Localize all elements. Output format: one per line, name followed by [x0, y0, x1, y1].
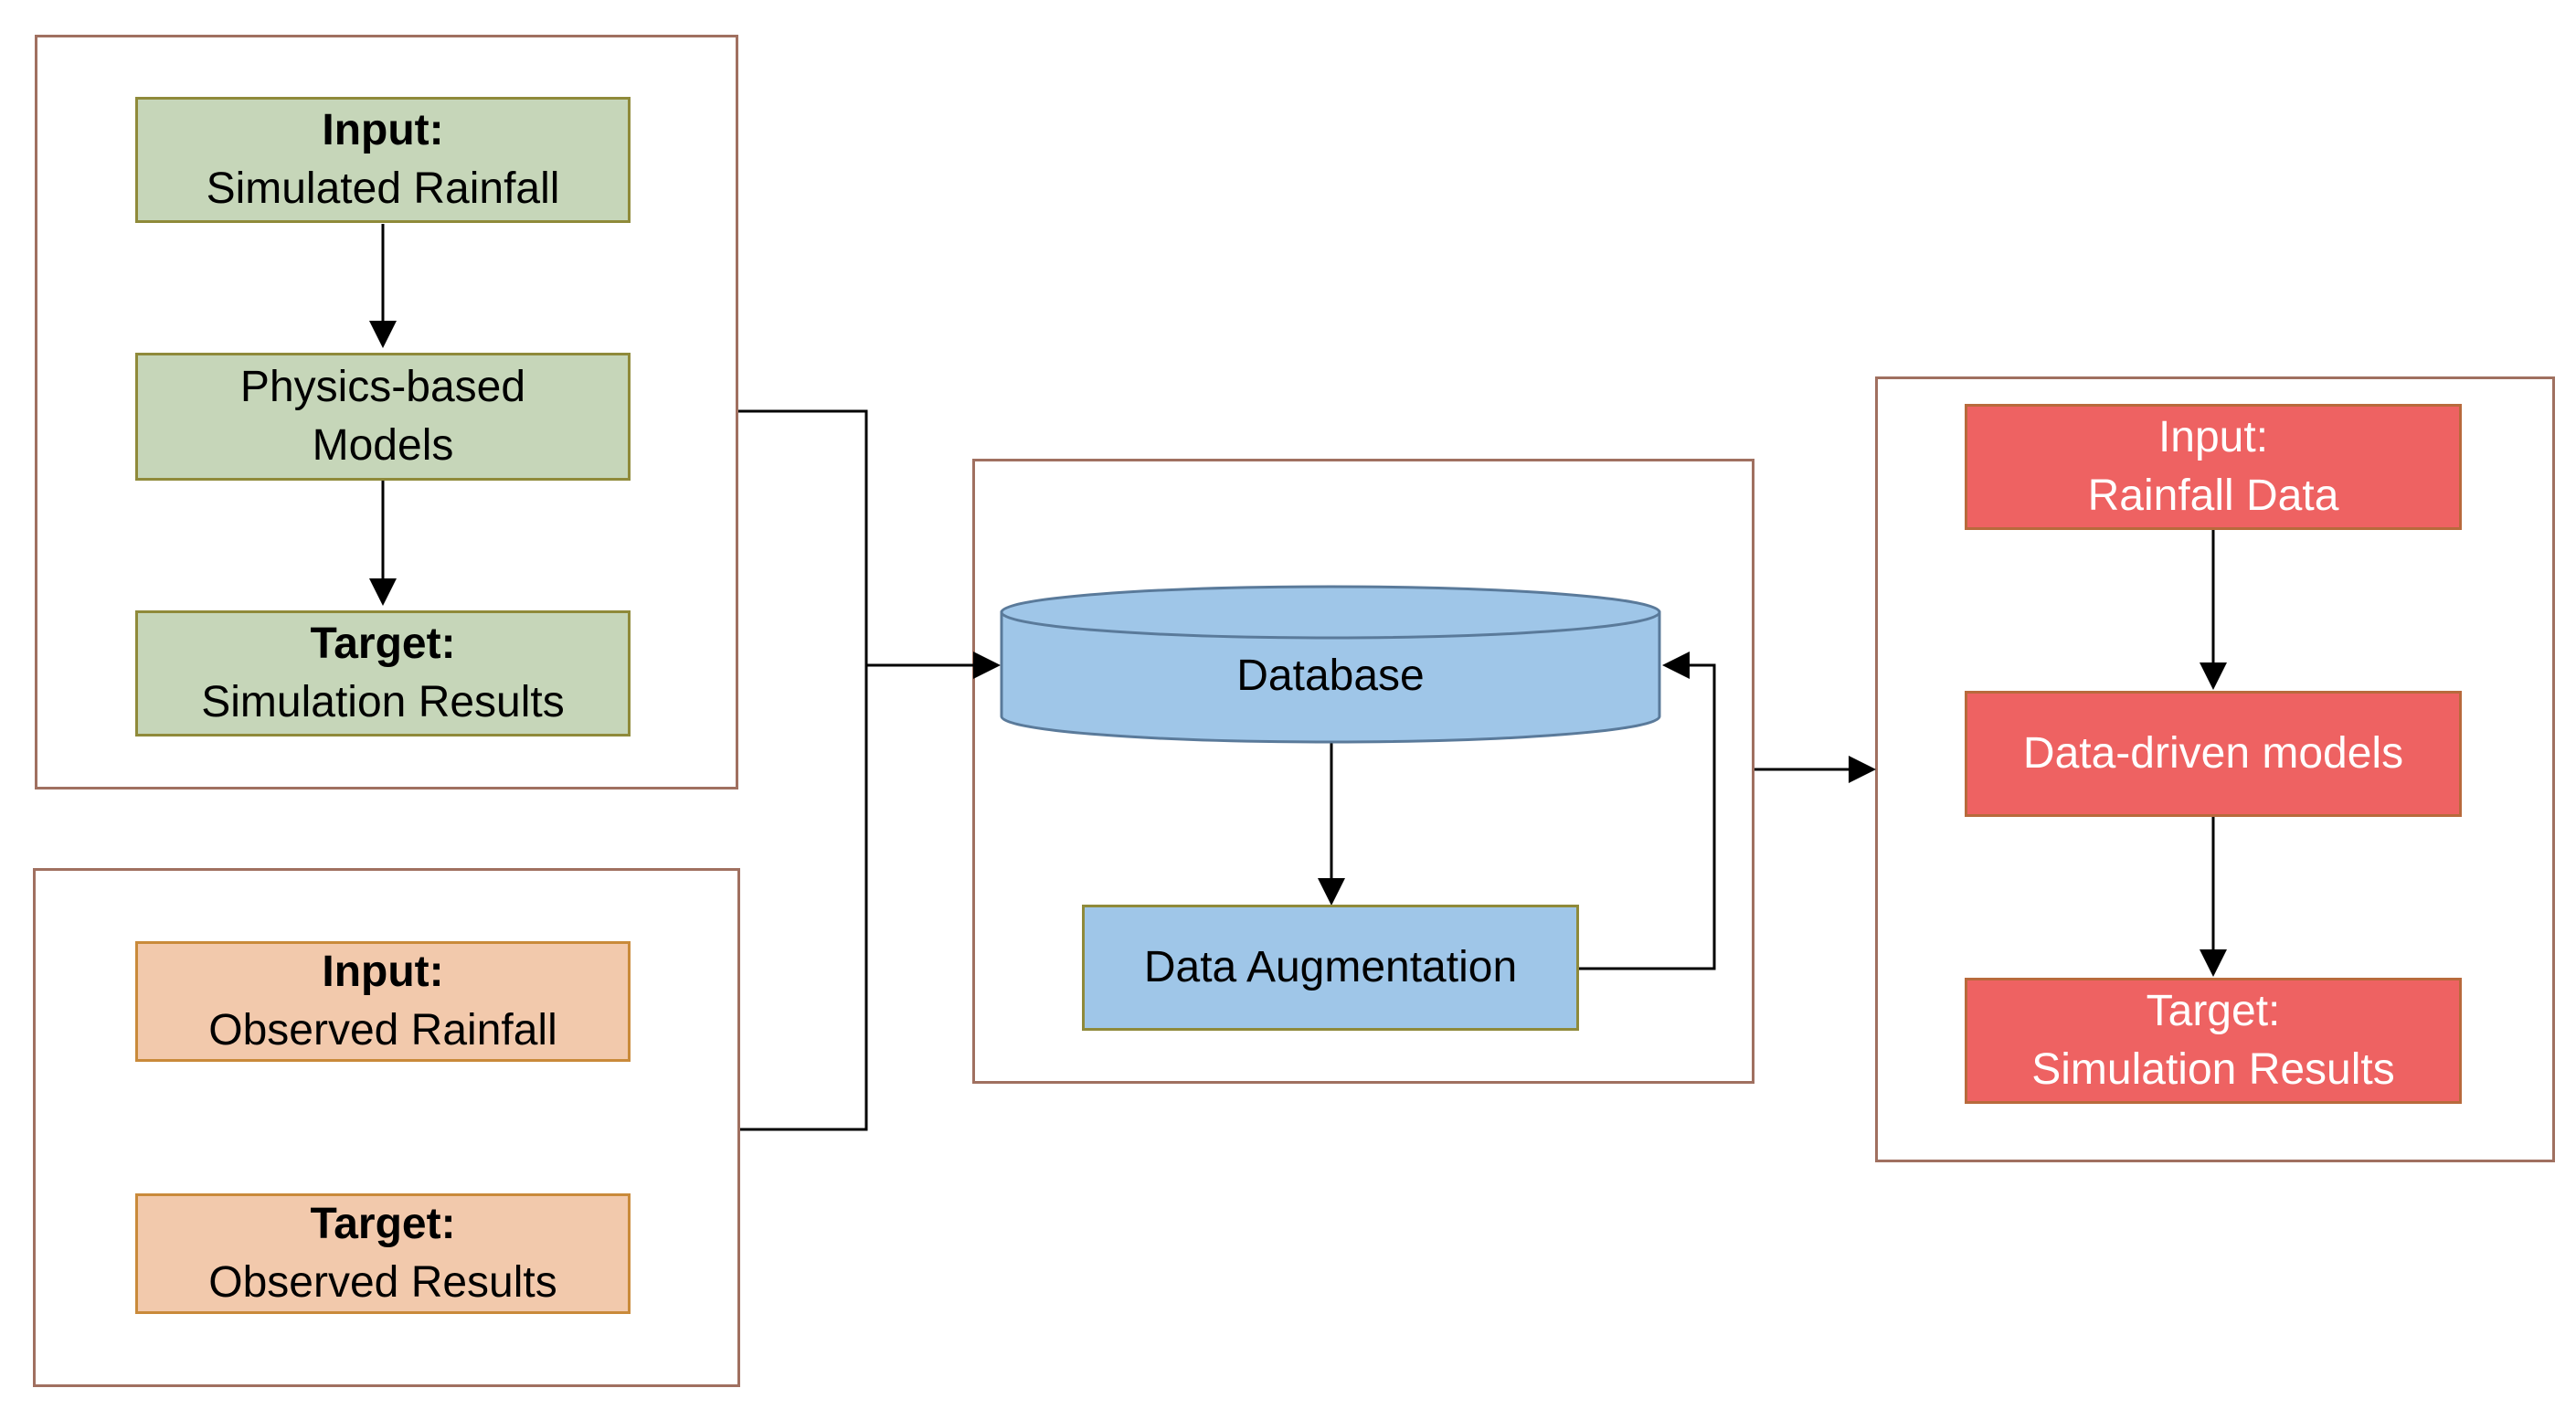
observed-rainfall-input-box: Input: Observed Rainfall: [135, 941, 631, 1062]
input-text: Observed Rainfall: [208, 1006, 557, 1054]
arrow-augmentation-to-database: [1579, 652, 1716, 970]
input-title: Input:: [2157, 413, 2269, 461]
target-text: Observed Results: [208, 1258, 557, 1307]
model-line-1: Physics-based: [239, 363, 526, 411]
target-title: Target:: [2146, 987, 2281, 1035]
input-text: Rainfall Data: [2087, 472, 2339, 520]
input-text: Simulated Rainfall: [206, 164, 560, 213]
model-line-2: Models: [312, 421, 454, 470]
target-title: Target:: [310, 1200, 456, 1248]
physics-based-models-box: Physics-based Models: [135, 353, 631, 481]
simulation-results-target-box: Target: Simulation Results: [1965, 978, 2462, 1104]
data-augmentation-box: Data Augmentation: [1082, 905, 1579, 1031]
rainfall-data-input-box: Input: Rainfall Data: [1965, 404, 2462, 530]
model-text: Data-driven models: [2022, 729, 2404, 778]
target-text: Simulation Results: [2031, 1045, 2395, 1094]
simulated-rainfall-input-box: Input: Simulated Rainfall: [135, 97, 631, 223]
augmentation-text: Data Augmentation: [1143, 943, 1518, 991]
input-title: Input:: [322, 106, 444, 154]
database-cylinder: [1000, 585, 1661, 744]
simulation-results-target-box: Target: Simulation Results: [135, 610, 631, 736]
target-text: Simulation Results: [201, 678, 565, 726]
target-title: Target:: [310, 620, 456, 668]
input-title: Input:: [322, 948, 444, 996]
observed-results-target-box: Target: Observed Results: [135, 1193, 631, 1314]
connector-physics-to-bus: [738, 409, 868, 1131]
data-driven-models-box: Data-driven models: [1965, 691, 2462, 817]
database-label: Database: [1236, 652, 1425, 700]
